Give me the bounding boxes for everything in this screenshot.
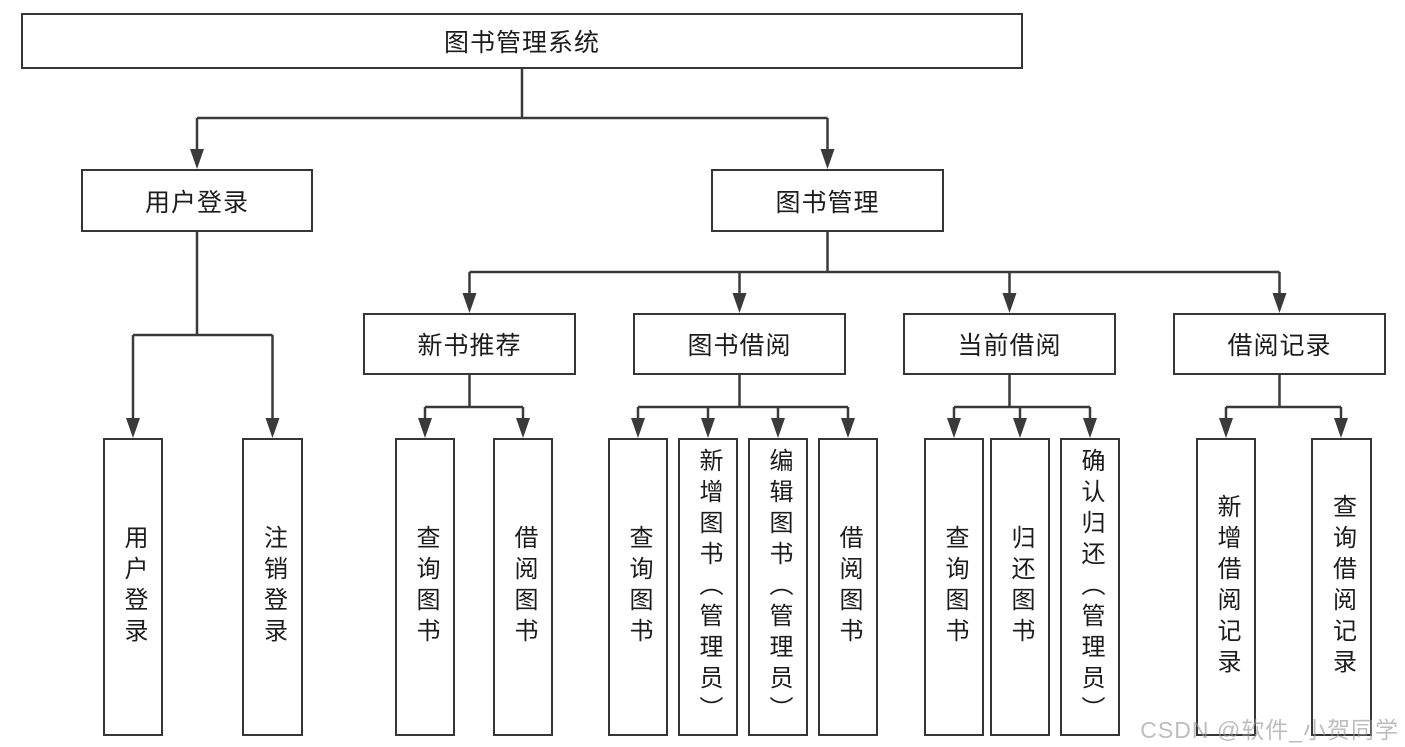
leaf-query-books-3-label: 查询图书	[941, 525, 968, 649]
leaf-confirm-return-admin-label: 确认归还（管理员）	[1077, 447, 1104, 727]
leaf-add-books-admin-label: 新增图书（管理员）	[695, 447, 722, 727]
leaf-user-login: 用户登录	[103, 438, 163, 736]
arrowheads	[126, 149, 1348, 438]
leaf-add-borrow-record: 新增借阅记录	[1196, 438, 1256, 736]
leaf-borrow-books-2-label: 借阅图书	[835, 525, 862, 649]
leaf-logout: 注销登录	[242, 438, 303, 736]
node-current-borrowing-label: 当前借阅	[957, 332, 1062, 360]
node-book-borrowing-label: 图书借阅	[687, 332, 792, 360]
leaf-return-books-label: 归还图书	[1007, 525, 1034, 649]
node-borrowing-records: 借阅记录	[1173, 313, 1386, 375]
leaf-query-books-1-label: 查询图书	[412, 525, 439, 649]
leaf-user-login-label: 用户登录	[120, 525, 147, 649]
leaf-query-books-2: 查询图书	[608, 438, 668, 736]
leaf-borrow-books-1: 借阅图书	[493, 438, 553, 736]
node-current-borrowing: 当前借阅	[903, 313, 1116, 375]
leaf-query-borrow-record-label: 查询借阅记录	[1328, 494, 1356, 680]
leaf-query-books-3: 查询图书	[924, 438, 984, 736]
leaf-query-books-1: 查询图书	[395, 438, 455, 736]
node-user-login-label: 用户登录	[144, 188, 249, 217]
node-user-login: 用户登录	[81, 169, 313, 232]
leaf-edit-books-admin: 编辑图书（管理员）	[748, 438, 808, 736]
leaf-return-books: 归还图书	[990, 438, 1050, 736]
node-new-book-recommend: 新书推荐	[363, 313, 576, 375]
leaf-add-borrow-record-label: 新增借阅记录	[1213, 494, 1240, 680]
csdn-watermark: CSDN @软件_小贺同学	[1140, 717, 1399, 743]
node-root-library-system: 图书管理系统	[21, 13, 1023, 69]
node-book-borrowing: 图书借阅	[633, 313, 846, 375]
leaf-query-books-2-label: 查询图书	[625, 525, 652, 649]
leaf-query-borrow-record: 查询借阅记录	[1311, 438, 1372, 736]
leaf-confirm-return-admin: 确认归还（管理员）	[1060, 438, 1120, 736]
leaf-borrow-books-2: 借阅图书	[818, 438, 878, 736]
leaf-borrow-books-1-label: 借阅图书	[510, 525, 537, 649]
node-root-label: 图书管理系统	[443, 29, 600, 57]
leaf-logout-label: 注销登录	[259, 525, 287, 649]
node-book-management-label: 图书管理	[775, 188, 880, 217]
node-borrowing-records-label: 借阅记录	[1227, 332, 1332, 360]
leaf-edit-books-admin-label: 编辑图书（管理员）	[765, 447, 792, 727]
node-new-book-recommend-label: 新书推荐	[417, 332, 522, 360]
leaf-add-books-admin: 新增图书（管理员）	[678, 438, 738, 736]
node-book-management: 图书管理	[711, 169, 944, 232]
